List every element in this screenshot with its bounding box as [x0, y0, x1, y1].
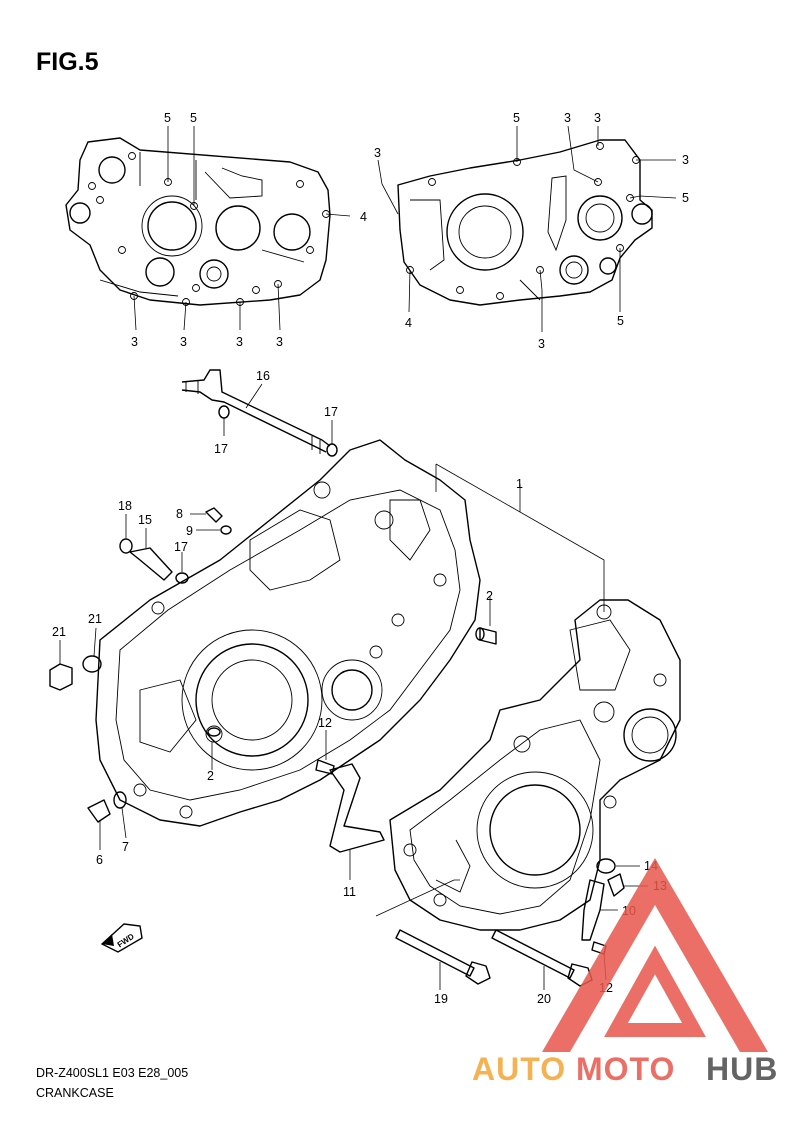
- callout-label: 17: [174, 540, 188, 554]
- callout-label: 17: [214, 442, 228, 456]
- callout-label: 5: [513, 111, 520, 125]
- bolt-12a: [315, 730, 335, 775]
- callout-label: 3: [236, 335, 243, 349]
- callout-label: 5: [617, 314, 624, 328]
- diagram-code: DR-Z400SL1 E03 E28_005: [36, 1066, 189, 1080]
- callout-label: 8: [176, 507, 183, 521]
- callout-label: 9: [186, 524, 193, 538]
- callout-label: 20: [537, 992, 551, 1006]
- callout-label: 18: [118, 499, 132, 513]
- figure-title: FIG.5: [36, 48, 99, 76]
- callout-label: 2: [486, 589, 493, 603]
- watermark-text-moto: MOTO: [576, 1051, 675, 1087]
- plug-21: [49, 627, 102, 691]
- bolt-19: [395, 929, 491, 990]
- callout-label: 5: [164, 111, 171, 125]
- watermark-text-hub: HUB: [706, 1051, 778, 1087]
- oil-jet-15: [119, 514, 189, 584]
- callout-label: 17: [324, 405, 338, 419]
- oil-pipe-16: [181, 369, 338, 457]
- callout-label: 7: [122, 840, 129, 854]
- top-right-crankcase-view: [377, 125, 677, 332]
- gasket-10: [581, 879, 618, 941]
- bolt-bracket-lines: [375, 879, 460, 917]
- drain-plug-6-7: [87, 791, 127, 850]
- callout-label: 15: [138, 513, 152, 527]
- callout-label: 4: [405, 316, 412, 330]
- callout-label: 5: [190, 111, 197, 125]
- callout-label: 3: [276, 335, 283, 349]
- dowel-pin-2a: [475, 596, 497, 645]
- callout-label: 2: [207, 769, 214, 783]
- callout-label: 21: [52, 625, 66, 639]
- callout-label: 4: [360, 210, 367, 224]
- right-crankcase-half: [389, 599, 681, 931]
- callout-labels: 5 5 4 3 3 3 3 3 5 3 3 3 5 4 3 5 16 17 17…: [52, 111, 689, 1006]
- callout-1-bracket: [435, 463, 605, 612]
- callout-label: 16: [256, 369, 270, 383]
- gasket-11: [329, 763, 385, 880]
- watermark-logo: AUTO MOTO HUB: [472, 858, 778, 1087]
- callout-label: 12: [318, 716, 332, 730]
- callout-label: 1: [516, 477, 523, 491]
- diagram-name: CRANKCASE: [36, 1086, 114, 1100]
- fwd-arrow-icon: FWD: [100, 923, 143, 953]
- watermark-text-auto: AUTO: [472, 1051, 566, 1087]
- bolt-20: [491, 929, 593, 990]
- callout-label: 11: [343, 885, 356, 899]
- callout-label: 3: [374, 146, 381, 160]
- callout-label: 19: [434, 992, 448, 1006]
- callout-label: 3: [180, 335, 187, 349]
- callout-label: 21: [88, 612, 102, 626]
- dowel-pin-2b: [207, 727, 221, 770]
- callout-label: 3: [131, 335, 138, 349]
- nozzle-8-9: [190, 507, 232, 535]
- top-left-crankcase-view: [65, 126, 351, 331]
- callout-label: 6: [96, 853, 103, 867]
- callout-label: 3: [564, 111, 571, 125]
- callout-label: 3: [538, 337, 545, 351]
- callout-label: 5: [682, 191, 689, 205]
- left-crankcase-half: [95, 439, 481, 827]
- callout-label: 3: [682, 153, 689, 167]
- callout-label: 3: [594, 111, 601, 125]
